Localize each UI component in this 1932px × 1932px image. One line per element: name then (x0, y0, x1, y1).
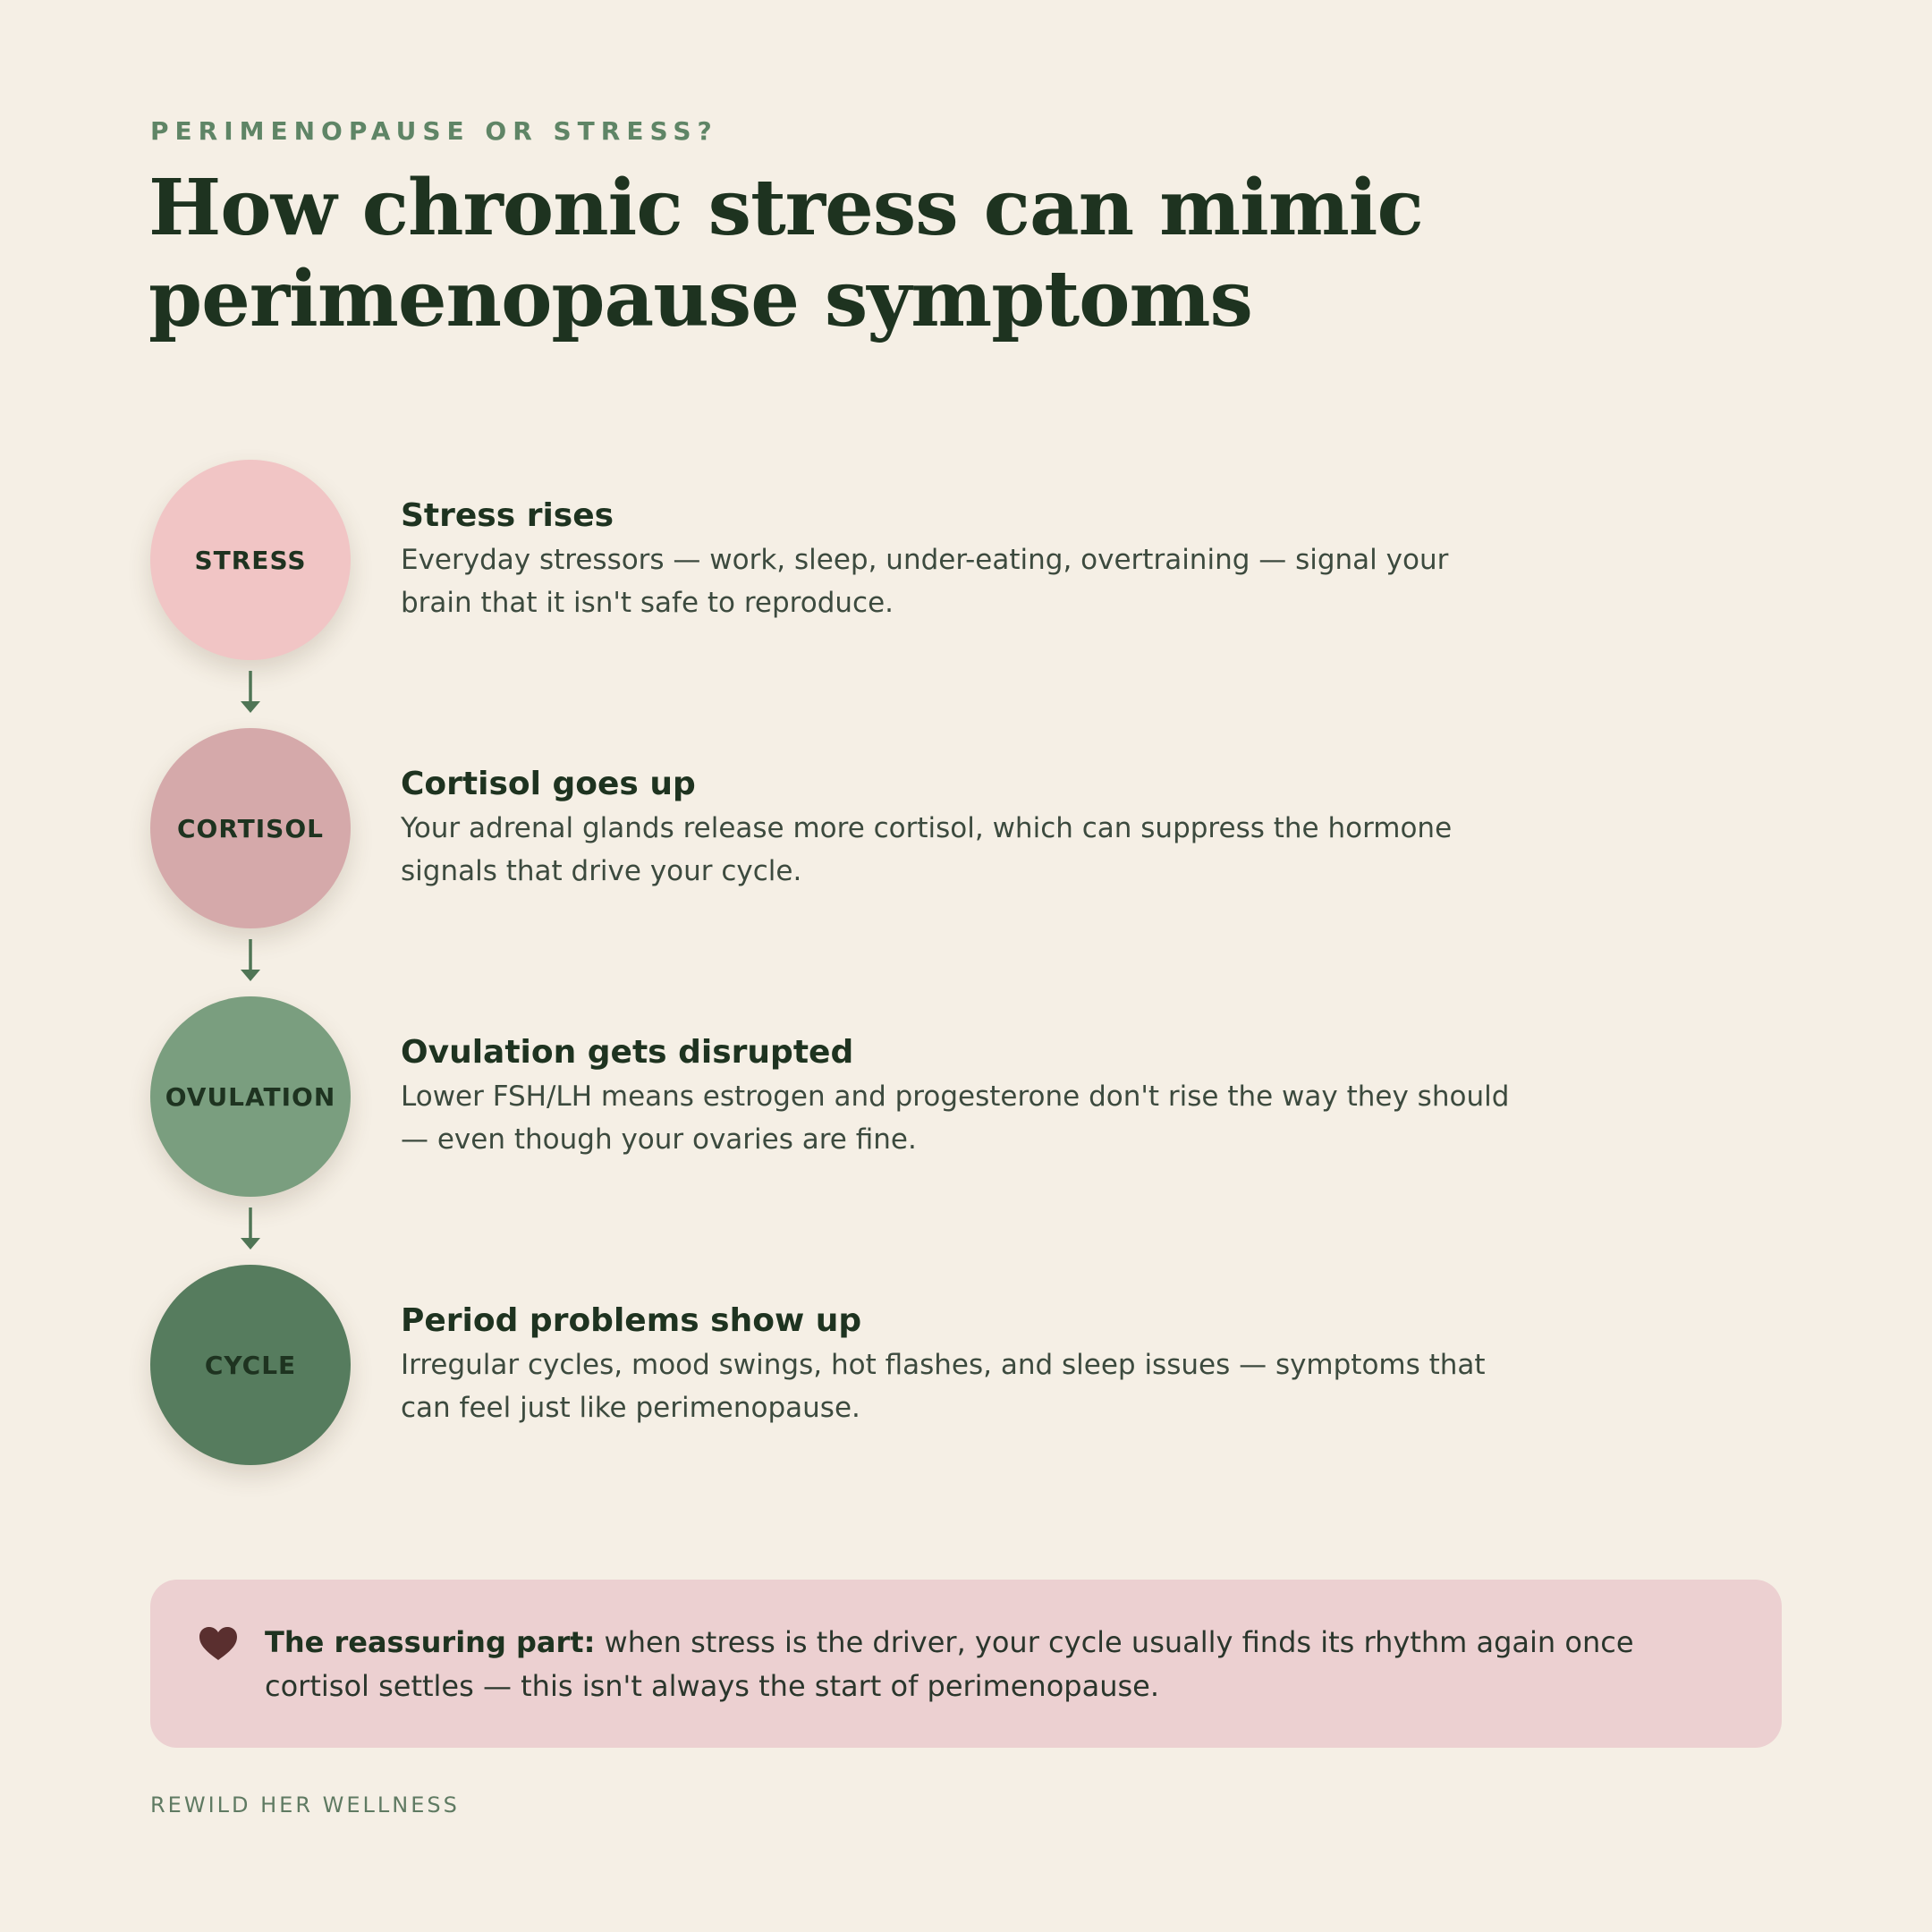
step-description: Irregular cycles, mood swings, hot flash… (401, 1349, 1486, 1424)
step-text: Period problems show up Irregular cycles… (401, 1301, 1528, 1429)
arrow-down-icon (241, 1208, 260, 1250)
eyebrow-label: PERIMENOPAUSE OR STRESS? (150, 116, 718, 146)
arrow-down-icon (241, 939, 260, 981)
step-description: Your adrenal glands release more cortiso… (401, 812, 1453, 887)
step-badge-stress: STRESS (150, 460, 351, 660)
step-heading: Ovulation gets disrupted (401, 1034, 854, 1071)
page-title-line-1: How chronic stress can mimic (148, 163, 1424, 253)
flow-steps: STRESS Stress rises Everyday stressors —… (150, 460, 1581, 1465)
step-cortisol: CORTISOL Cortisol goes up Your adrenal g… (150, 728, 1581, 981)
step-description: Lower FSH/LH means estrogen and progeste… (401, 1080, 1510, 1156)
step-text: Stress rises Everyday stressors — work, … (401, 496, 1528, 624)
step-badge-ovulation: OVULATION (150, 996, 351, 1197)
page-title: How chronic stress can mimic perimenopau… (148, 163, 1669, 345)
step-stress: STRESS Stress rises Everyday stressors —… (150, 460, 1581, 713)
step-description: Everyday stressors — work, sleep, under-… (401, 544, 1449, 619)
step-text: Cortisol goes up Your adrenal glands rel… (401, 764, 1528, 893)
step-badge-cycle: CYCLE (150, 1265, 351, 1465)
callout-text: The reassuring part: when stress is the … (265, 1621, 1728, 1708)
step-heading: Cortisol goes up (401, 766, 696, 802)
brand-footer: REWILD HER WELLNESS (150, 1792, 460, 1818)
step-heading: Stress rises (401, 497, 614, 534)
step-heading: Period problems show up (401, 1302, 862, 1339)
step-ovulation: OVULATION Ovulation gets disrupted Lower… (150, 996, 1581, 1250)
callout-lead: The reassuring part: (265, 1625, 596, 1659)
page-title-line-2: perimenopause symptoms (148, 254, 1253, 344)
arrow-down-icon (241, 671, 260, 713)
step-text: Ovulation gets disrupted Lower FSH/LH me… (401, 1032, 1528, 1161)
callout-body: when stress is the driver, your cycle us… (265, 1625, 1634, 1703)
reassurance-callout: The reassuring part: when stress is the … (150, 1580, 1782, 1748)
step-badge-cortisol: CORTISOL (150, 728, 351, 928)
step-cycle: CYCLE Period problems show up Irregular … (150, 1265, 1581, 1465)
heart-icon (199, 1627, 237, 1660)
